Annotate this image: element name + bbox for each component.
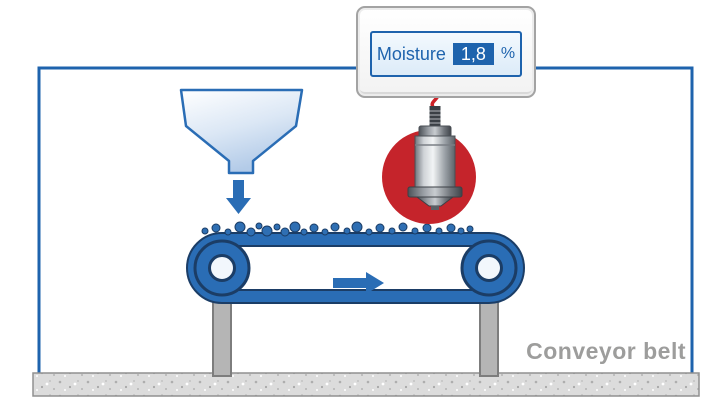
bulk-material-granules [201, 221, 474, 237]
display-screen: Moisture 1,8 % [370, 31, 522, 77]
belt-direction-arrow [333, 272, 384, 294]
caption-conveyor-belt: Conveyor belt [526, 338, 686, 364]
display-value: 1,8 [452, 43, 494, 65]
hopper [179, 88, 304, 175]
display-label: Moisture [376, 43, 446, 64]
left-pulley [193, 239, 251, 297]
right-pulley [460, 239, 518, 297]
moisture-sensor [407, 106, 463, 210]
left-leg [212, 293, 232, 377]
floor [32, 372, 700, 397]
frame-outline [37, 66, 694, 373]
right-leg [479, 293, 499, 377]
conveyor-belt [186, 232, 525, 304]
display-unit: % [500, 45, 516, 62]
conveyor-legs [212, 293, 499, 377]
material-drop-arrow [226, 180, 251, 214]
moisture-display-unit: Moisture 1,8 % [356, 6, 536, 98]
